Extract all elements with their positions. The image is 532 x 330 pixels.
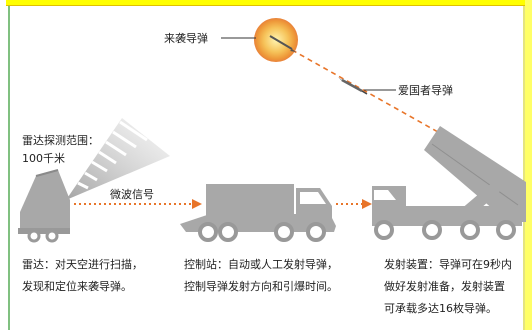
radar-range-label-line1: 雷达探测范围： [22,134,99,147]
patriot-missile-icon [338,77,368,95]
control-station-caption: 控制站：自动或人工发射导弹， 控制导弹发射方向和引爆时间。 [184,258,338,293]
frame-top-band [0,0,532,5]
microwave-signal-label: 微波信号 [110,188,154,201]
launcher-caption: 发射装置：导弹可在9秒内 做好发射准备，发射装置 可承载多达16枚导弹。 [384,258,512,315]
command-arrow-head [362,199,372,209]
patriot-missile-label: 爱国者导弹 [398,84,453,97]
trajectory-line [291,49,471,151]
launcher-truck [372,126,526,240]
radar-beam [66,118,170,200]
microwave-arrow-head [192,199,202,209]
incoming-missile-label: 来袭导弹 [164,32,208,45]
incoming-missile-icon [269,35,296,52]
radar-range-label-line2: 100千米 [22,152,65,165]
frame-right-band [525,0,532,330]
control-station-truck [180,184,336,242]
frame-top-line [0,5,532,6]
frame-left-gap [0,0,6,330]
radar-caption: 雷达：对天空进行扫描， 发现和定位来袭导弹。 [22,258,143,293]
radar-vehicle [18,169,70,243]
